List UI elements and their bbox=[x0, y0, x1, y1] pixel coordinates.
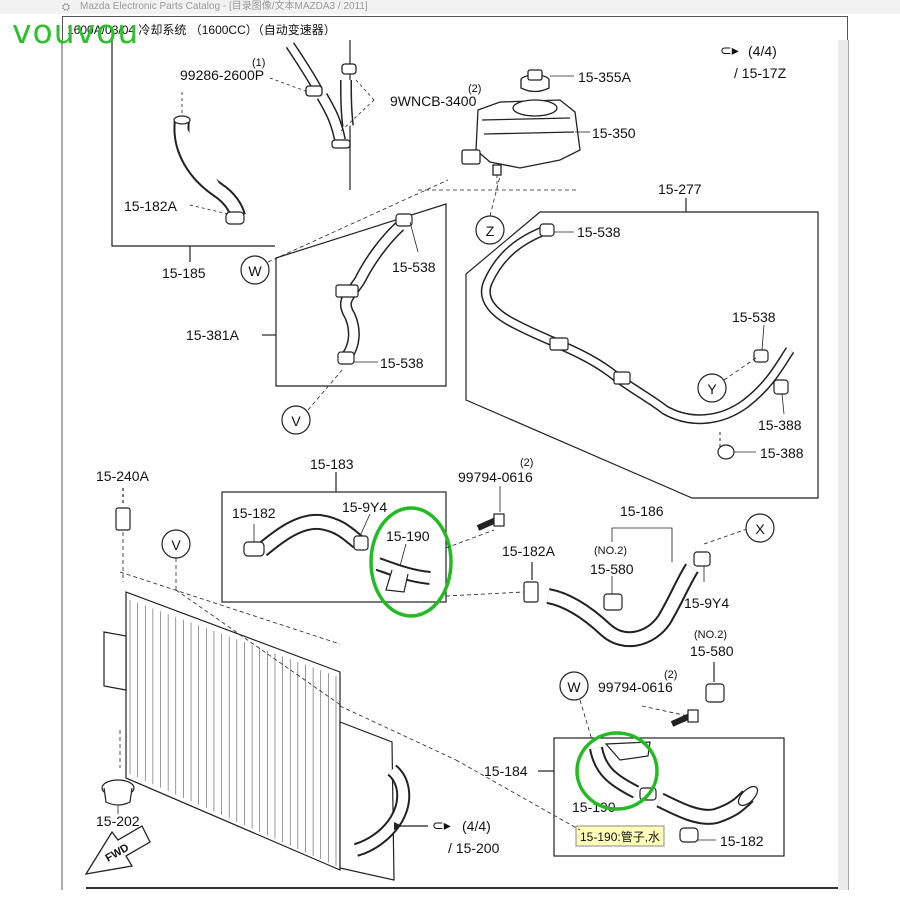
label-15-9y4-a: 15-9Y4 bbox=[342, 499, 387, 515]
label-99794-b-qty: (2) bbox=[664, 669, 677, 681]
label-15-538-b: 15-538 bbox=[392, 259, 436, 275]
callout-w-lower-letter: W bbox=[567, 679, 581, 695]
part-15-240a[interactable] bbox=[115, 488, 131, 531]
sheet-arrow-icon-bottom[interactable]: ⊂▸ bbox=[432, 817, 451, 833]
box-15-184 bbox=[538, 737, 785, 857]
diagram-header: 1600A/03/04 冷却系统 （1600CC）（自动变速器） bbox=[62, 16, 848, 40]
highlight-15-190-bottom bbox=[575, 731, 659, 811]
callout-v-letter: V bbox=[291, 413, 301, 429]
fwd-arrow-icon: FWD bbox=[84, 825, 151, 875]
radiator-hose-lower[interactable] bbox=[353, 764, 411, 857]
callout-v-lower-letter: V bbox=[171, 537, 181, 553]
label-15-186: 15-186 bbox=[620, 503, 664, 519]
highlight-15-190-top bbox=[369, 506, 453, 618]
label-99794-0616-a: 99794-0616 bbox=[458, 469, 533, 485]
part-15-202[interactable] bbox=[101, 779, 135, 806]
callout-w-top[interactable]: W bbox=[240, 255, 270, 285]
pipe-15-190-top[interactable] bbox=[375, 557, 431, 593]
label-99794-0616-b: 99794-0616 bbox=[598, 679, 673, 695]
label-15-202: 15-202 bbox=[96, 813, 140, 829]
label-580-a-no: (NO.2) bbox=[594, 545, 627, 557]
callout-w-lower[interactable]: W bbox=[559, 671, 589, 701]
leaders-box-381a bbox=[354, 221, 419, 363]
label-15-240a: 15-240A bbox=[96, 468, 150, 484]
label-15-190-bottom: 15-190 bbox=[572, 799, 616, 815]
callout-v-lower[interactable]: V bbox=[161, 529, 191, 559]
hose-15-183[interactable] bbox=[243, 513, 369, 557]
leaders-box-183 bbox=[253, 513, 407, 567]
hose-15-381a[interactable] bbox=[335, 213, 413, 365]
label-15-538-d: 15-538 bbox=[732, 309, 776, 325]
label-99794-a-qty: (2) bbox=[520, 457, 533, 469]
label-9wncb-3400: 9WNCB-3400 bbox=[390, 93, 477, 109]
tooltip-15-190: 15-190:管子,水 bbox=[575, 825, 665, 847]
radiator[interactable] bbox=[103, 591, 395, 881]
leaders-15-186 bbox=[611, 527, 751, 594]
label-top-sheet-sub: / 15-17Z bbox=[734, 65, 787, 81]
window-title: Mazda Electronic Parts Catalog - [目录图像/文… bbox=[80, 1, 368, 12]
callout-y[interactable]: Y bbox=[697, 373, 727, 403]
label-15-184: 15-184 bbox=[484, 763, 528, 779]
label-15-185: 15-185 bbox=[162, 265, 206, 281]
pipe-15-190-bottom[interactable] bbox=[589, 741, 657, 801]
box-15-183 bbox=[221, 472, 447, 603]
label-99286-2600p: 99286-2600P bbox=[180, 67, 264, 83]
label-15-355a: 15-355A bbox=[578, 69, 632, 85]
label-15-277: 15-277 bbox=[658, 181, 702, 197]
callout-x-letter: X bbox=[755, 521, 765, 537]
label-99286-qty: (1) bbox=[252, 57, 265, 69]
cap-15-355a[interactable] bbox=[520, 69, 550, 93]
box-15-277 bbox=[465, 198, 819, 499]
sheet-arrow-icon[interactable]: ⊂▸ bbox=[720, 42, 739, 58]
leaders-box-185 bbox=[181, 77, 375, 215]
callout-w-letter: W bbox=[248, 263, 262, 279]
label-15-580-b: 15-580 bbox=[690, 643, 734, 659]
label-bottom-sheet-sub: / 15-200 bbox=[448, 840, 500, 856]
hose-15-186[interactable] bbox=[546, 551, 711, 647]
bolt-99794-a[interactable] bbox=[476, 513, 505, 531]
tooltip-text: 15-190:管子,水 bbox=[580, 829, 660, 844]
callout-z-letter: Z bbox=[486, 223, 495, 239]
part-15-580-b[interactable] bbox=[705, 662, 725, 703]
radiator-fins bbox=[129, 600, 337, 866]
label-15-9y4-b: 15-9Y4 bbox=[684, 595, 729, 611]
watermark: vouvou bbox=[12, 12, 140, 51]
label-15-183: 15-183 bbox=[310, 456, 354, 472]
callout-v-top[interactable]: V bbox=[281, 405, 311, 435]
label-15-538-a: 15-538 bbox=[577, 224, 621, 240]
app-icon: ⛭ bbox=[62, 2, 70, 13]
window-titlebar: ⛭ Mazda Electronic Parts Catalog - [目录图像… bbox=[0, 0, 900, 14]
label-15-190-top: 15-190 bbox=[386, 528, 430, 544]
label-15-580-a: 15-580 bbox=[590, 561, 634, 577]
label-15-182-bottom: 15-182 bbox=[720, 833, 764, 849]
label-15-381a: 15-381A bbox=[186, 327, 240, 343]
bolt-99794-b[interactable] bbox=[670, 709, 699, 727]
label-15-388-a: 15-388 bbox=[758, 417, 802, 433]
scrollbar[interactable] bbox=[838, 40, 848, 890]
radiator-leaders bbox=[119, 571, 581, 831]
box-15-381a bbox=[262, 203, 447, 387]
label-15-388-b: 15-388 bbox=[760, 445, 804, 461]
label-9wncb-qty: (2) bbox=[468, 83, 481, 95]
label-580-b-no: (NO.2) bbox=[694, 629, 727, 641]
hose-15-277[interactable] bbox=[481, 223, 795, 460]
part-15-182a-mid[interactable] bbox=[523, 562, 539, 603]
hose-15-182-bottom[interactable] bbox=[656, 783, 761, 843]
label-15-182-left: 15-182 bbox=[232, 505, 276, 521]
connector-9wncb[interactable] bbox=[316, 79, 354, 149]
label-15-350: 15-350 bbox=[592, 125, 636, 141]
callout-y-letter: Y bbox=[707, 381, 717, 397]
label-15-182a-top: 15-182A bbox=[124, 198, 178, 214]
callout-x[interactable]: X bbox=[745, 513, 775, 543]
hose-15-182a-top[interactable] bbox=[173, 115, 246, 225]
label-15-182a-mid: 15-182A bbox=[502, 543, 556, 559]
callout-z[interactable]: Z bbox=[475, 215, 505, 245]
reservoir-15-350[interactable] bbox=[461, 99, 581, 176]
label-bottom-sheet[interactable]: (4/4) bbox=[462, 818, 491, 834]
label-top-sheet[interactable]: (4/4) bbox=[748, 43, 777, 59]
label-15-538-c: 15-538 bbox=[380, 355, 424, 371]
leaders-box-277 bbox=[554, 231, 785, 453]
